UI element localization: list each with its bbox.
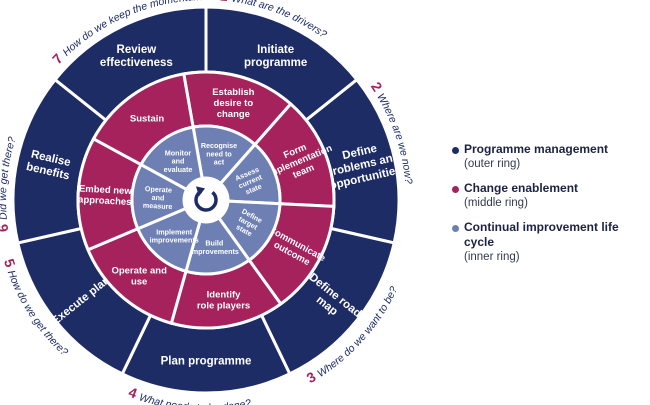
outer-label: Defineproblems andopportunities bbox=[322, 138, 404, 192]
outer-segment-plan-programme: Plan programme bbox=[120, 313, 292, 395]
middle-segment-embed-new-approaches: Embed newapproaches bbox=[76, 136, 144, 252]
legend-dot-inner bbox=[452, 225, 459, 232]
outer-segment-define-problems-and-opportunities: Defineproblems andopportunities bbox=[303, 77, 404, 245]
legend-title: Programme management bbox=[464, 142, 609, 156]
stage-number: 5 bbox=[1, 257, 20, 273]
hub-circle bbox=[184, 178, 228, 222]
stage-number: 1 bbox=[219, 0, 232, 5]
middle-label: Sustain bbox=[130, 113, 165, 124]
legend-subtitle: (middle ring) bbox=[464, 197, 528, 209]
legend-item-programme-management: Programme management (outer ring) bbox=[448, 142, 648, 172]
stage-number: 4 bbox=[126, 384, 142, 403]
legend-subtitle: (outer ring) bbox=[464, 158, 521, 170]
middle-segment-communicate-outcome: Communicateoutcome bbox=[247, 202, 336, 307]
inner-label: Operateandmeasure bbox=[143, 184, 174, 211]
legend-title: Change enablement bbox=[464, 181, 579, 195]
legend-subtitle: (inner ring) bbox=[464, 251, 520, 263]
outer-label: Plan programme bbox=[161, 356, 252, 368]
legend-title: Continual improvement life cycle bbox=[464, 220, 619, 249]
legend-dot-middle bbox=[452, 186, 459, 193]
hub bbox=[184, 178, 228, 222]
legend-dot-outer bbox=[452, 147, 459, 154]
legend: Programme management (outer ring) Change… bbox=[448, 142, 648, 274]
outer-segment-define-road-map: Define roadmap bbox=[259, 226, 396, 376]
middle-label: Embed newapproaches bbox=[78, 184, 133, 209]
cycle-arrow-icon bbox=[194, 186, 218, 212]
stage-number: 6 bbox=[0, 219, 11, 233]
legend-item-continual-improvement: Continual improvement life cycle (inner … bbox=[448, 220, 648, 265]
middle-segment-form-implementation-team: Formimplementationteam bbox=[252, 101, 336, 208]
legend-item-change-enablement: Change enablement (middle ring) bbox=[448, 181, 648, 211]
